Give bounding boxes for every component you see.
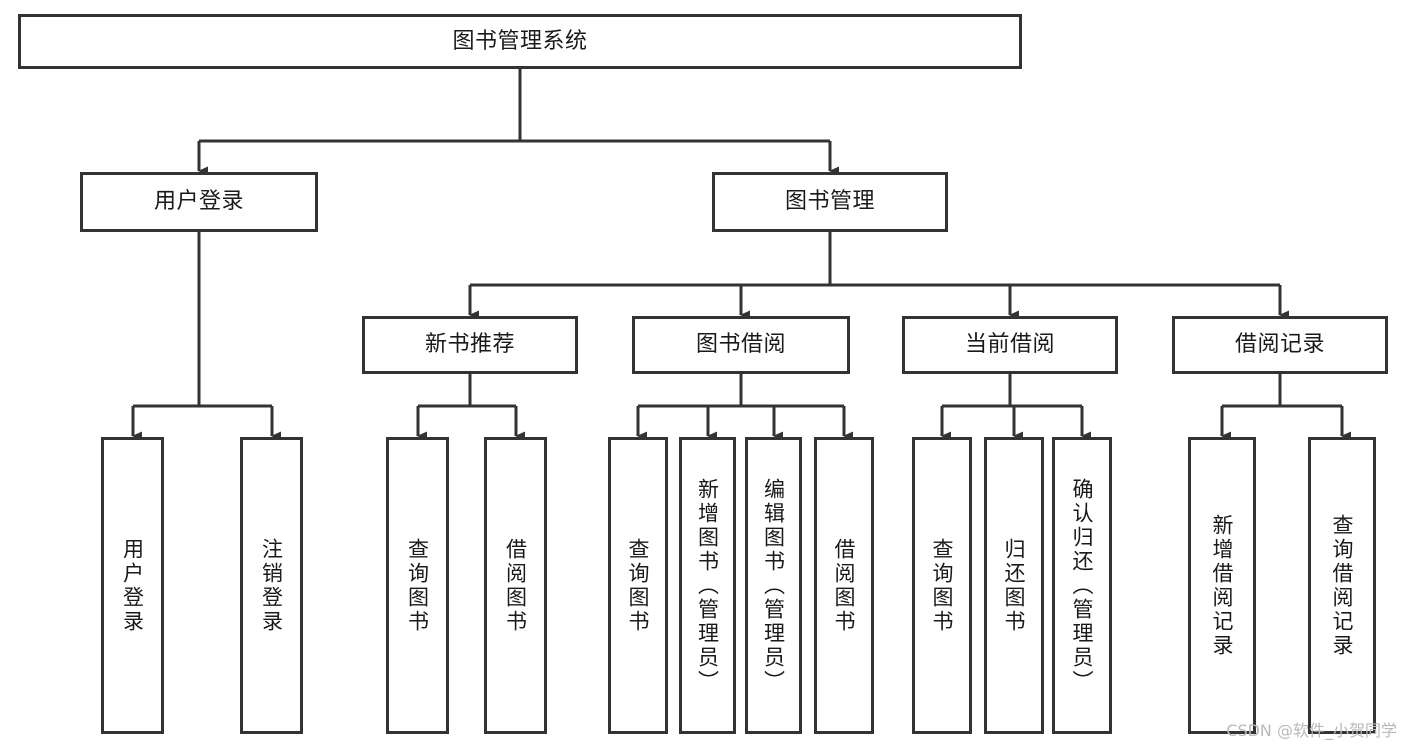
node-label-leaf-query-book-2: 查询图书 [626,537,651,634]
node-leaf-confirm-return[interactable]: 确认归还（管理员） [1052,437,1112,734]
node-label-book-borrow: 图书借阅 [695,332,786,358]
node-label-leaf-add-book: 新增图书（管理员） [695,477,720,694]
node-label-leaf-add-record: 新增借阅记录 [1210,513,1235,658]
node-leaf-edit-book[interactable]: 编辑图书（管理员） [745,437,802,734]
node-label-leaf-edit-book: 编辑图书（管理员） [761,477,786,694]
node-leaf-user-logout[interactable]: 注销登录 [240,437,303,734]
node-label-book-manage: 图书管理 [784,189,875,215]
node-leaf-borrow-book-1[interactable]: 借阅图书 [484,437,547,734]
node-borrow-record[interactable]: 借阅记录 [1172,316,1388,374]
node-leaf-return-book[interactable]: 归还图书 [984,437,1044,734]
node-leaf-add-book[interactable]: 新增图书（管理员） [679,437,736,734]
node-label-leaf-query-book-1: 查询图书 [405,537,430,634]
node-new-book-rec[interactable]: 新书推荐 [362,316,578,374]
node-label-leaf-borrow-book-2: 借阅图书 [832,537,857,634]
node-user-login[interactable]: 用户登录 [80,172,318,232]
node-book-borrow[interactable]: 图书借阅 [632,316,850,374]
node-label-leaf-user-logout: 注销登录 [259,537,284,634]
node-label-new-book-rec: 新书推荐 [424,332,515,358]
node-leaf-query-book-3[interactable]: 查询图书 [912,437,972,734]
node-leaf-query-book-2[interactable]: 查询图书 [608,437,668,734]
node-label-current-borrow: 当前借阅 [964,332,1055,358]
node-label-root: 图书管理系统 [452,28,588,54]
node-book-manage[interactable]: 图书管理 [712,172,948,232]
node-leaf-query-book-1[interactable]: 查询图书 [386,437,449,734]
node-label-leaf-query-book-3: 查询图书 [930,537,955,634]
node-label-leaf-query-record: 查询借阅记录 [1330,513,1355,658]
node-label-leaf-confirm-return: 确认归还（管理员） [1070,477,1095,694]
node-leaf-add-record[interactable]: 新增借阅记录 [1188,437,1256,734]
node-root[interactable]: 图书管理系统 [18,14,1022,69]
node-label-user-login: 用户登录 [153,189,244,215]
watermark-text: CSDN @软件_小贺同学 [1226,721,1397,740]
node-leaf-query-record[interactable]: 查询借阅记录 [1308,437,1376,734]
node-leaf-borrow-book-2[interactable]: 借阅图书 [814,437,874,734]
node-label-leaf-user-login: 用户登录 [120,537,145,634]
node-label-leaf-return-book: 归还图书 [1002,537,1027,634]
node-current-borrow[interactable]: 当前借阅 [902,316,1118,374]
node-leaf-user-login[interactable]: 用户登录 [101,437,164,734]
node-label-leaf-borrow-book-1: 借阅图书 [503,537,528,634]
node-label-borrow-record: 借阅记录 [1234,332,1325,358]
